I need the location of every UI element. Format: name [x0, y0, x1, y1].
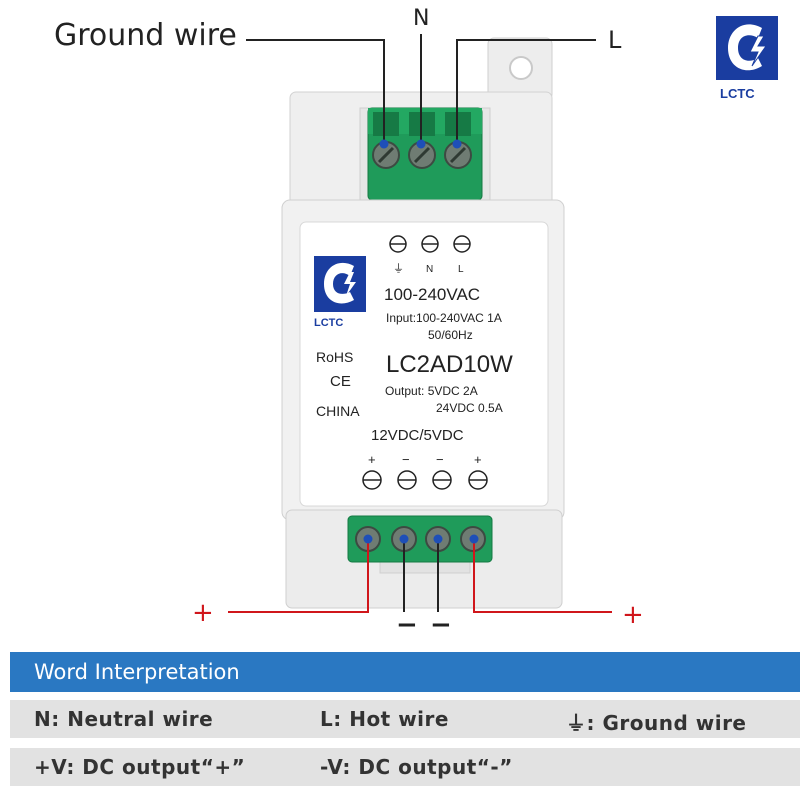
- plus-left-callout: +: [192, 598, 214, 628]
- legend-header: Word Interpretation: [10, 652, 800, 692]
- plus-right-callout: +: [622, 600, 644, 630]
- minus-a-callout: −: [396, 610, 418, 640]
- label-input-line2: 50/60Hz: [428, 328, 473, 342]
- legend-row: +V: DC output“+” -V: DC output“-”: [10, 748, 800, 786]
- label-input-line1: Input:100-240VAC 1A: [386, 311, 502, 325]
- legend-row: N: Neutral wire L: Hot wire ⏚: Ground wi…: [10, 700, 800, 738]
- label-ce: CE: [330, 373, 351, 390]
- neutral-callout: N: [413, 6, 430, 31]
- ground-wire-callout: Ground wire: [54, 18, 237, 53]
- legend-title: Word Interpretation: [34, 660, 240, 684]
- label-origin: CHINA: [316, 403, 360, 419]
- brand-logo-top: LCTC: [714, 14, 784, 104]
- label-term-ground: ⏚: [393, 262, 404, 275]
- legend-cell: N: Neutral wire: [34, 707, 214, 731]
- label-output-line1: Output: 5VDC 2A: [385, 384, 478, 398]
- live-callout: L: [608, 26, 622, 54]
- label-term-n: N: [426, 264, 433, 275]
- label-out-sign-3: −: [436, 452, 444, 467]
- legend-cell: +V: DC output“+”: [34, 755, 246, 779]
- legend-cell: ⏚: Ground wire: [566, 711, 747, 735]
- label-input-range: 100-240VAC: [384, 285, 480, 304]
- label-out-sign-2: −: [402, 452, 410, 467]
- legend-cell: L: Hot wire: [320, 707, 449, 731]
- label-brand-name: LCTC: [314, 317, 343, 329]
- label-out-sign-1: +: [368, 452, 376, 467]
- brand-name-top: LCTC: [720, 86, 755, 101]
- label-rohs: RoHS: [316, 349, 353, 365]
- minus-b-callout: −: [430, 610, 452, 640]
- label-output-line2: 24VDC 0.5A: [436, 401, 503, 415]
- label-term-l: L: [458, 264, 464, 275]
- power-supply-illustration: ⏚ N L LCTC 100-240VAC Input:100-240VAC 1…: [228, 34, 612, 613]
- label-out-sign-4: +: [474, 452, 482, 467]
- legend-cell: -V: DC output“-”: [320, 755, 513, 779]
- label-output-type: 12VDC/5VDC: [371, 427, 464, 444]
- label-model: LC2AD10W: [386, 351, 513, 378]
